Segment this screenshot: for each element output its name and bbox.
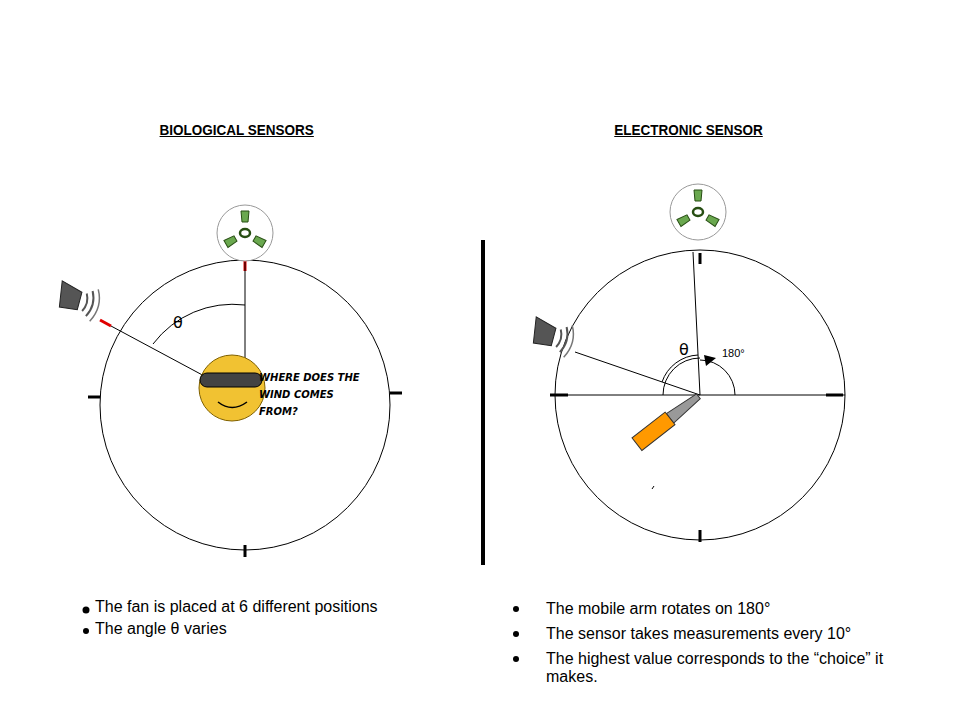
thought-text: WHERE DOES THE WIND COMES FROM? [259,369,371,420]
bullet-note: The fan is placed at 6 different positio… [95,598,378,616]
section-heading: ELECTRONIC SENSOR [614,121,763,138]
section-heading: BIOLOGICAL SENSORS [160,121,314,138]
bullet-note: The angle θ varies [95,620,227,638]
bullet-note: The highest value corresponds to the “ch… [546,650,916,686]
angle-value: 180° [722,347,745,359]
bullet-note: The sensor takes measurements every 10° [546,625,851,643]
angle-symbol: θ [173,313,183,332]
bullet-note: The mobile arm rotates on 180° [546,600,770,618]
angle-symbol: θ [679,340,689,359]
